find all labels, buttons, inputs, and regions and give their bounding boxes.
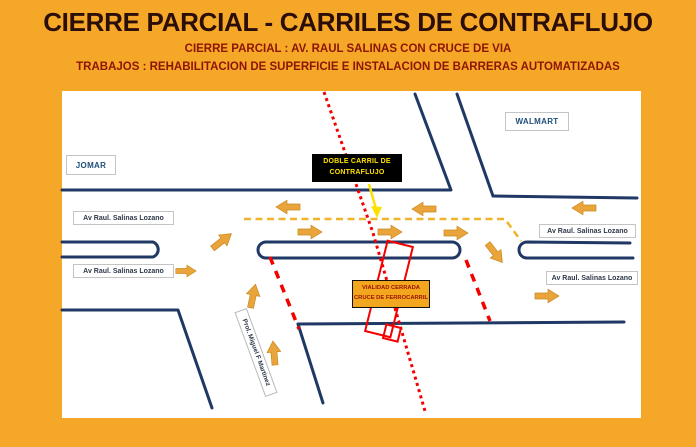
contraflow-callout-box: DOBLE CARRIL DE CONTRAFLUJO — [312, 154, 402, 182]
railroad-dotted-line — [322, 91, 427, 412]
contraflow-lane-dashed-line — [244, 217, 523, 242]
flow-arrow-east-3 — [443, 225, 469, 241]
subtitle-works: TRABAJOS : REHABILITACION DE SUPERFICIE … — [76, 61, 620, 73]
contraflow-pointer-arrowhead — [371, 206, 382, 218]
flow-arrow-north-2 — [265, 339, 283, 367]
closure-callout-line2: CRUCE DE FERROCARRIL — [353, 295, 429, 301]
road-median-west — [60, 240, 160, 259]
closure-dashed-line-west — [268, 256, 301, 330]
contraflow-pointer-line — [367, 183, 378, 210]
road-median-center — [256, 240, 462, 260]
flow-arrow-east-2 — [377, 224, 403, 240]
flow-arrow-east-small — [175, 264, 197, 278]
work-zone-rectangle-small — [381, 323, 403, 343]
landmark-jomar: JOMAR — [66, 155, 116, 175]
street-label-av-raul-northwest: Av Raul. Salinas Lozano — [73, 211, 174, 225]
closure-callout-line1: VIALIDAD CERRADA — [362, 285, 420, 292]
street-label-av-raul-northeast: Av Raul. Salinas Lozano — [539, 224, 636, 238]
street-label-av-raul-southeast: Av Raul. Salinas Lozano — [546, 271, 638, 285]
road-edge-top-east — [491, 194, 639, 200]
flow-arrow-merge-southeast — [481, 238, 509, 268]
contraflow-callout-line2: CONTRAFLUJO — [329, 169, 385, 176]
flow-arrow-east-4 — [534, 288, 560, 304]
road-edge-bottom-west — [60, 308, 214, 410]
cross-street-edge-east — [296, 322, 325, 405]
street-label-av-raul-southwest: Av Raul. Salinas Lozano — [73, 264, 174, 278]
landmark-walmart: WALMART — [505, 112, 569, 131]
contraflow-callout-line1: DOBLE CARRIL DE — [323, 158, 391, 166]
closure-callout-box: VIALIDAD CERRADA CRUCE DE FERROCARRIL — [352, 280, 430, 308]
flow-arrow-east-1 — [297, 224, 323, 240]
subtitle-closure: CIERRE PARCIAL : AV. RAUL SALINAS CON CR… — [184, 43, 512, 55]
flow-arrow-west-3 — [571, 200, 597, 216]
road-edges — [60, 92, 639, 410]
red-markings — [268, 91, 492, 412]
flow-arrow-west-1 — [275, 199, 301, 215]
closure-dashed-line-east — [464, 259, 492, 322]
page-title: CIERRE PARCIAL - CARRILES DE CONTRAFLUJO — [43, 7, 653, 37]
side-road-edge-east — [455, 92, 495, 198]
road-edge-bottom-east — [296, 320, 626, 326]
road-median-east — [517, 240, 635, 260]
flow-arrow-north-1 — [243, 282, 263, 310]
flow-arrow-west-2 — [411, 201, 437, 217]
side-road-edge-west — [413, 92, 453, 192]
flow-arrow-merge-northeast — [207, 227, 237, 255]
